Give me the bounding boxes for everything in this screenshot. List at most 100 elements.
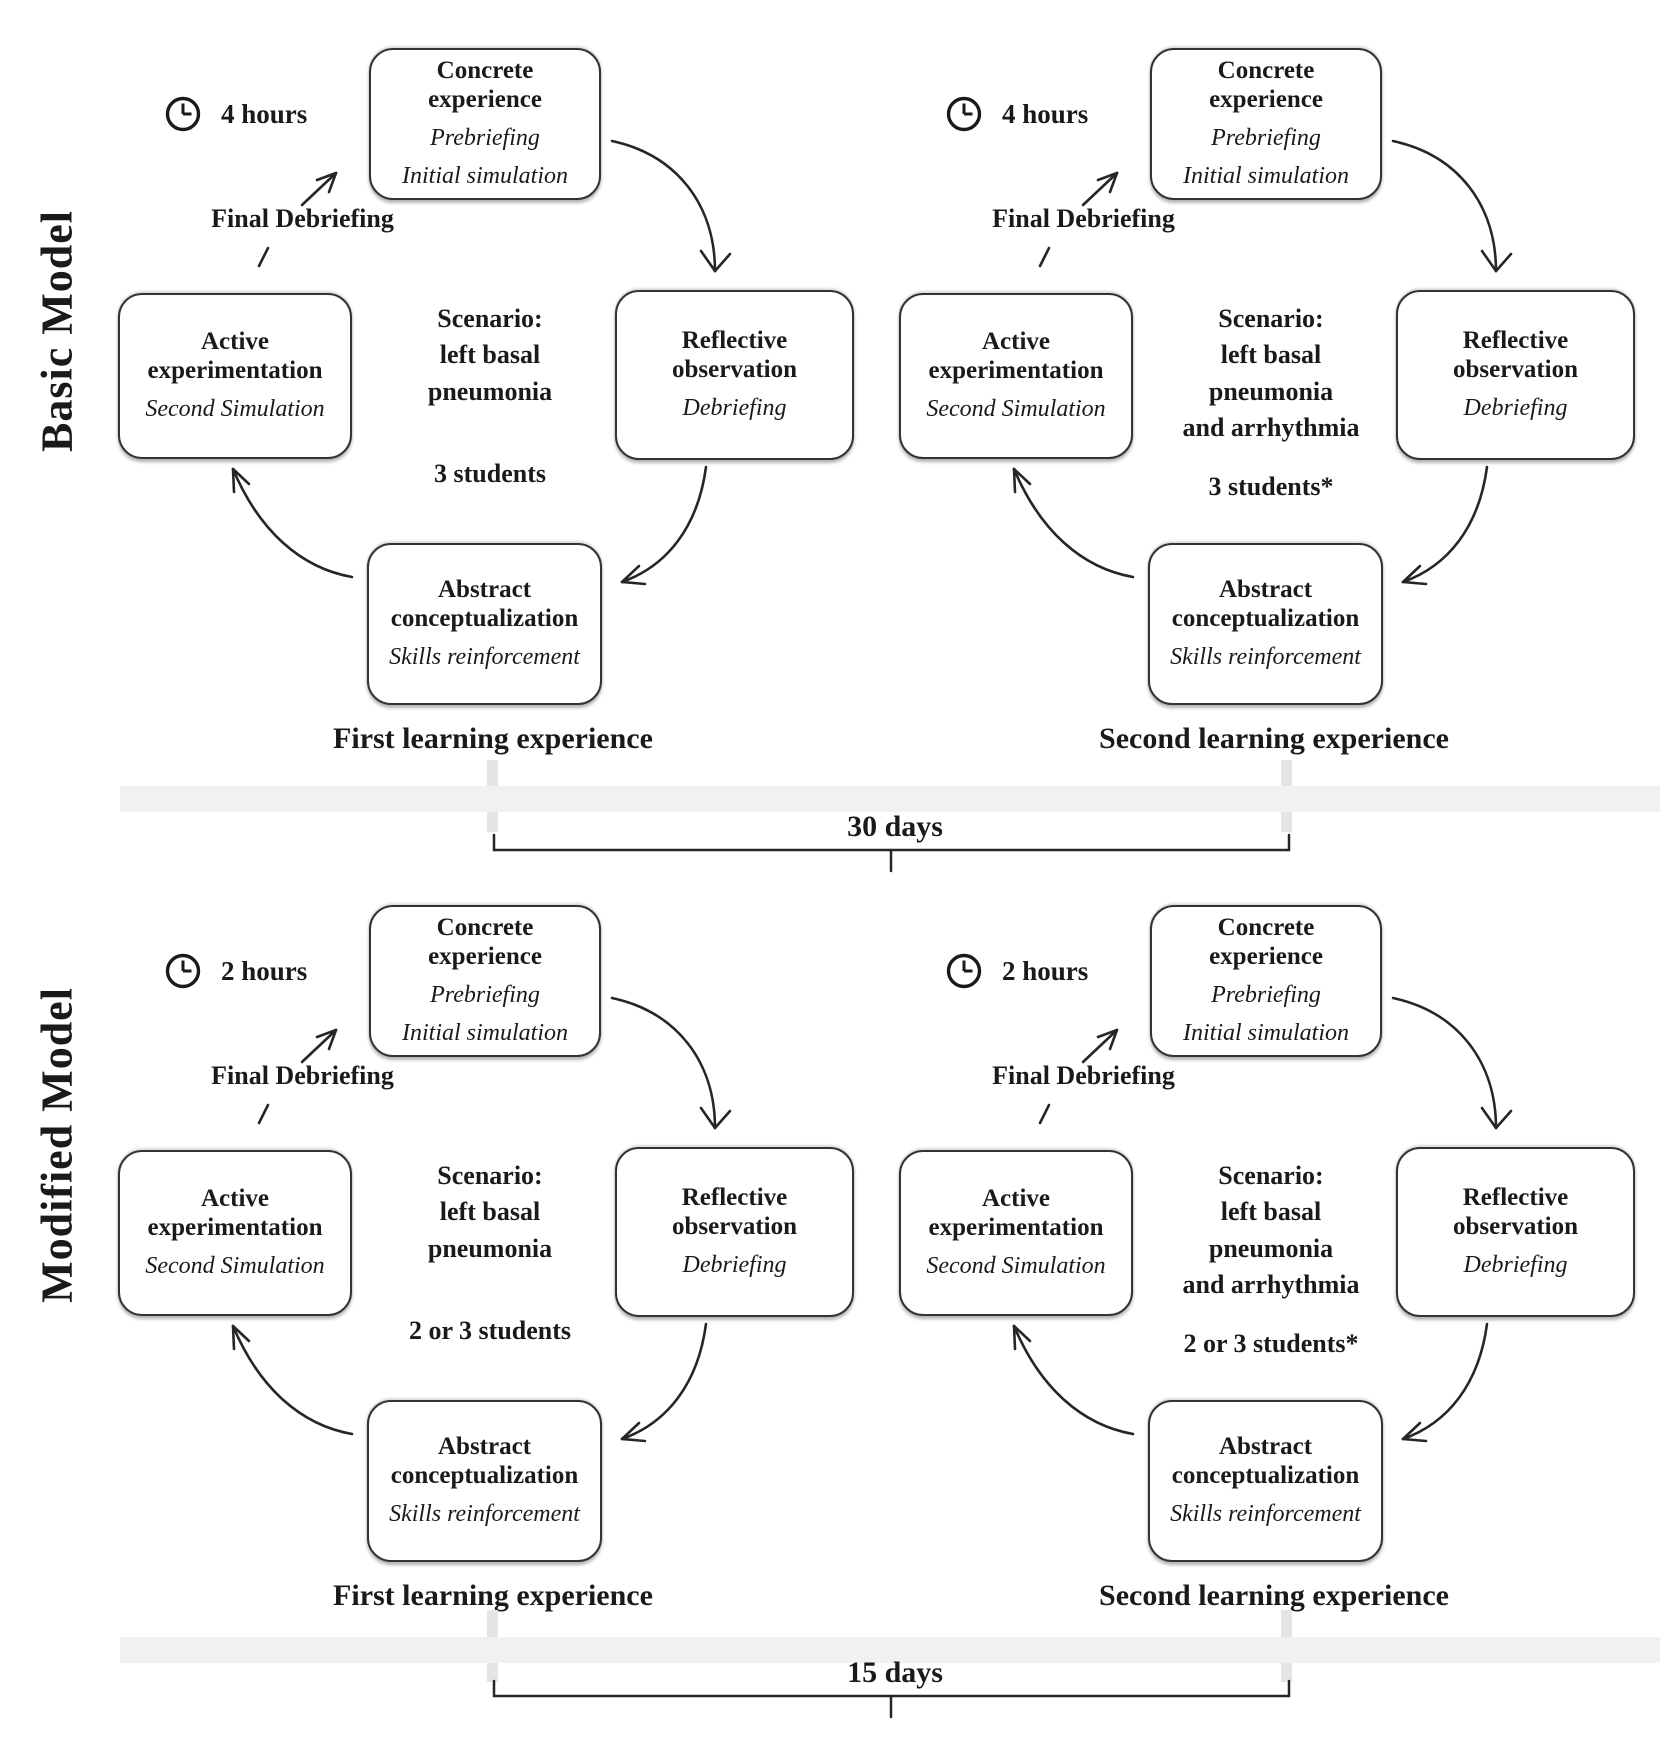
duration-label: 2 hours xyxy=(1002,955,1089,986)
arrow-final-debriefing xyxy=(300,171,338,207)
stage-box-abstract-conceptualization: Abstract conceptualization Skills reinfo… xyxy=(1148,543,1383,705)
cycle-caption: First learning experience xyxy=(333,1579,653,1612)
stage-box-reflective-observation: Reflective observation Debriefing xyxy=(1396,290,1635,460)
stage-box-subtitle: Debriefing xyxy=(1463,394,1568,421)
stage-box-title: Abstract conceptualization xyxy=(390,576,579,633)
stage-box-abstract-conceptualization: Abstract conceptualization Skills reinfo… xyxy=(1148,1400,1383,1562)
timeline-bar xyxy=(120,786,1660,812)
arrow-abstract-to-active xyxy=(231,467,354,579)
duration: 4 hours xyxy=(163,94,307,134)
arrow-reflective-to-abstract xyxy=(1401,465,1489,586)
model-label-modified: Modified Model xyxy=(32,987,82,1303)
duration-label: 4 hours xyxy=(221,98,308,129)
stage-box-title: Active experimentation xyxy=(147,1185,323,1242)
interval-label: 30 days xyxy=(847,810,943,843)
stage-box-title: Active experimentation xyxy=(928,328,1104,385)
clock-icon xyxy=(165,953,201,989)
arrow-abstract-to-active xyxy=(1012,467,1135,579)
stage-box-subtitle: Second Simulation xyxy=(926,395,1106,422)
students-count: 3 students xyxy=(434,459,546,488)
scenario-text: Scenario: left basal pneumonia and arrhy… xyxy=(1182,304,1360,443)
stage-box-subtitle: Debriefing xyxy=(682,394,787,421)
stage-box-subtitle: Initial simulation xyxy=(1182,162,1349,189)
stage-box-title: Abstract conceptualization xyxy=(1171,1433,1360,1490)
stage-box-subtitle: Skills reinforcement xyxy=(1170,1500,1361,1527)
duration-label: 2 hours xyxy=(221,955,308,986)
stage-box-concrete-experience: Concrete experience Prebriefing Initial … xyxy=(369,905,601,1057)
stage-box-subtitle: Debriefing xyxy=(682,1251,787,1278)
stage-box-subtitle: Initial simulation xyxy=(1182,1019,1349,1046)
stage-box-subtitle: Debriefing xyxy=(1463,1251,1568,1278)
cycle-caption: First learning experience xyxy=(333,722,653,755)
duration: 4 hours xyxy=(944,94,1088,134)
arrow-concrete-to-reflective xyxy=(610,996,732,1130)
stage-box-active-experimentation: Active experimentation Second Simulation xyxy=(118,1150,352,1316)
duration: 2 hours xyxy=(163,951,307,991)
stage-box-title: Abstract conceptualization xyxy=(390,1433,579,1490)
stage-box-title: Reflective observation xyxy=(672,1184,797,1241)
scenario-text: Scenario: left basal pneumonia and arrhy… xyxy=(1182,1161,1360,1300)
stage-box-subtitle: Initial simulation xyxy=(401,1019,568,1046)
arrow-abstract-to-active xyxy=(231,1324,354,1436)
stage-box-title: Reflective observation xyxy=(1453,327,1578,384)
stage-box-reflective-observation: Reflective observation Debriefing xyxy=(1396,1147,1635,1317)
cycle-modified-first: 2 hours Final Debriefing Concrete experi… xyxy=(85,872,875,1627)
stage-box-title: Active experimentation xyxy=(928,1185,1104,1242)
stage-box-active-experimentation: Active experimentation Second Simulation xyxy=(899,1150,1133,1316)
stage-box-title: Concrete experience xyxy=(428,914,542,971)
arrow-reflective-to-abstract xyxy=(620,1322,708,1443)
stage-box-reflective-observation: Reflective observation Debriefing xyxy=(615,1147,854,1317)
arrow-concrete-to-reflective xyxy=(1391,996,1513,1130)
stage-box-subtitle: Skills reinforcement xyxy=(1170,643,1361,670)
stage-box-title: Reflective observation xyxy=(672,327,797,384)
duration-label: 4 hours xyxy=(1002,98,1089,129)
students-count: 2 or 3 students xyxy=(408,1316,572,1345)
arrow-concrete-to-reflective xyxy=(1391,139,1513,273)
stage-box-subtitle: Initial simulation xyxy=(401,162,568,189)
stage-box-subtitle: Prebriefing xyxy=(430,981,540,1008)
clock-icon xyxy=(165,96,201,132)
stage-box-active-experimentation: Active experimentation Second Simulation xyxy=(118,293,352,459)
final-debriefing-tail-tick xyxy=(1038,1103,1051,1125)
stage-box-subtitle: Second Simulation xyxy=(926,1252,1106,1279)
stage-box-subtitle: Skills reinforcement xyxy=(389,1500,580,1527)
stage-box-title: Active experimentation xyxy=(147,328,323,385)
cycle-basic-first: 4 hours Final Debriefing Concrete experi… xyxy=(85,15,875,770)
scenario-text: Scenario: left basal pneumonia xyxy=(427,1161,553,1263)
arrow-reflective-to-abstract xyxy=(620,465,708,586)
arrow-final-debriefing xyxy=(300,1028,338,1064)
stage-box-subtitle: Prebriefing xyxy=(1211,981,1321,1008)
students-count: 2 or 3 students* xyxy=(1183,1329,1359,1358)
arrow-reflective-to-abstract xyxy=(1401,1322,1489,1443)
stage-box-reflective-observation: Reflective observation Debriefing xyxy=(615,290,854,460)
scenario-text: Scenario: left basal pneumonia xyxy=(427,304,553,406)
final-debriefing-label: Final Debriefing xyxy=(992,204,1175,233)
model-label-basic: Basic Model xyxy=(32,210,82,452)
arrow-final-debriefing xyxy=(1081,1028,1119,1064)
final-debriefing-label: Final Debriefing xyxy=(211,204,394,233)
stage-box-title: Reflective observation xyxy=(1453,1184,1578,1241)
cycle-caption: Second learning experience xyxy=(1099,722,1449,755)
stage-box-active-experimentation: Active experimentation Second Simulation xyxy=(899,293,1133,459)
arrow-final-debriefing xyxy=(1081,171,1119,207)
interval-label: 15 days xyxy=(847,1656,943,1689)
clock-icon xyxy=(946,953,982,989)
final-debriefing-tail-tick xyxy=(257,246,270,268)
arrow-concrete-to-reflective xyxy=(610,139,732,273)
arrow-abstract-to-active xyxy=(1012,1324,1135,1436)
stage-box-concrete-experience: Concrete experience Prebriefing Initial … xyxy=(1150,48,1382,200)
stage-box-subtitle: Prebriefing xyxy=(430,124,540,151)
cycle-caption: Second learning experience xyxy=(1099,1579,1449,1612)
final-debriefing-label: Final Debriefing xyxy=(992,1061,1175,1090)
final-debriefing-tail-tick xyxy=(257,1103,270,1125)
stage-box-subtitle: Second Simulation xyxy=(145,395,325,422)
stage-box-abstract-conceptualization: Abstract conceptualization Skills reinfo… xyxy=(367,543,602,705)
stage-box-concrete-experience: Concrete experience Prebriefing Initial … xyxy=(369,48,601,200)
cycle-modified-second: 2 hours Final Debriefing Concrete experi… xyxy=(866,872,1656,1627)
stage-box-concrete-experience: Concrete experience Prebriefing Initial … xyxy=(1150,905,1382,1057)
interval-bracket xyxy=(492,833,1291,873)
stage-box-title: Concrete experience xyxy=(428,57,542,114)
stage-box-subtitle: Skills reinforcement xyxy=(389,643,580,670)
students-count: 3 students* xyxy=(1208,472,1334,501)
